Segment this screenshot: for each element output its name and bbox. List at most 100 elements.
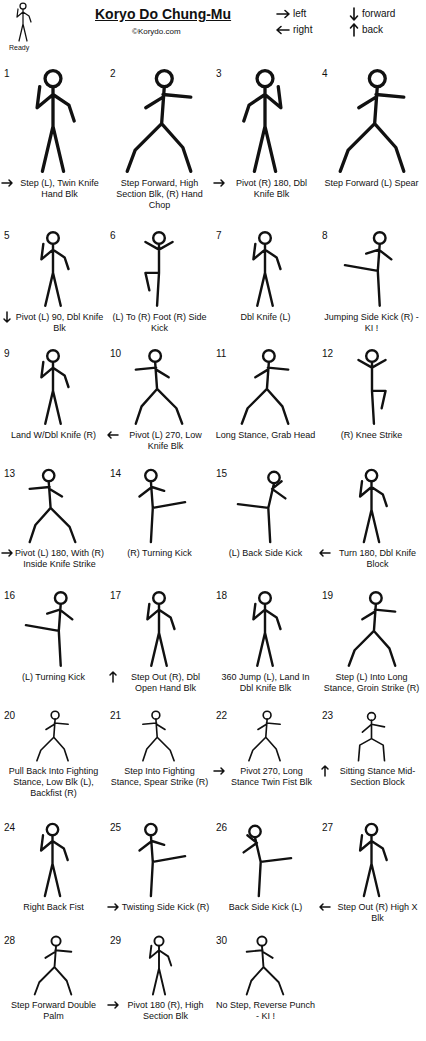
step-caption: Step Out (R) High X Blk [332,902,423,924]
step-number: 21 [110,710,121,722]
step-number: 30 [216,935,227,947]
step-number: 6 [110,230,116,242]
stick-figure [140,824,186,896]
step-caption: Pivot (L) 90, Dbl Knife Blk [14,312,105,334]
step-number: 15 [216,468,227,480]
stick-figure [238,472,286,542]
title: Koryo Do Chung-Mu [95,6,231,23]
stick-figure [359,713,385,761]
step-caption: Twisting Side Kick (R) [120,902,211,913]
stick-figure [340,71,404,172]
step-number: 3 [216,68,222,80]
step-caption: (L) Back Side Kick [215,548,316,559]
stick-figure [253,232,280,305]
direction-arrow [4,312,10,322]
step-number: 28 [4,935,15,947]
stick-figure [247,937,284,995]
direction-arrow [320,550,330,556]
step-caption: Pivot (L) 270, Low Knife Blk [120,430,211,452]
stick-figure [349,592,395,665]
step-caption: Dbl Knife (L) [215,312,316,323]
ready-figure [17,3,31,41]
direction-arrow [108,904,118,910]
stick-figure [41,232,68,305]
legend-text: left [293,8,306,20]
stick-figure [143,711,174,760]
stick-figure [140,470,186,542]
legend-text: right [293,24,312,36]
step-caption: Jumping Side Kick (R) - KI ! [321,312,422,334]
step-caption: Long Stance, Grab Head [215,430,316,441]
step-number: 14 [110,468,121,480]
step-caption: (R) Knee Strike [321,430,422,441]
step-caption: (L) To (R) Foot (R) Side Kick [109,312,210,334]
step-caption: Pivot 270, Long Stance Twin Fist Blk [226,766,317,788]
legend-arrow [277,11,289,18]
stick-figure [147,592,174,665]
direction-arrow [110,672,116,682]
step-number: 23 [322,710,333,722]
step-number: 9 [4,348,10,360]
stick-figure [136,350,182,423]
stick-figure [145,232,172,305]
step-number: 17 [110,590,121,602]
direction-arrow [108,1002,118,1008]
step-number: 12 [322,348,333,360]
step-caption: Step Out (R), Dbl Open Hand Blk [120,672,211,694]
step-number: 5 [4,230,10,242]
legend-arrow [351,24,358,36]
step-number: 8 [322,230,328,242]
direction-arrow [2,180,12,186]
step-caption: Land W/Dbl Knife (R) [3,430,104,441]
direction-arrow [108,432,118,438]
step-number: 19 [322,590,333,602]
step-number: 2 [110,68,116,80]
step-number: 25 [110,822,121,834]
stick-figure [345,232,391,305]
stick-figure [244,71,281,172]
step-caption: Pull Back Into Fighting Stance, Low Blk … [3,766,104,799]
step-number: 27 [322,822,333,834]
legend-text: forward [362,8,395,20]
stick-figure [360,824,387,896]
stick-figure [127,71,191,172]
direction-arrow [320,904,330,910]
step-caption: (L) Turning Kick [3,672,104,683]
step-caption: Step Forward (L) Spear [321,178,422,189]
step-caption: Step (L), Twin Knife Hand Blk [14,178,105,200]
step-caption: Right Back Fist [3,902,104,913]
step-number: 16 [4,590,15,602]
step-caption: Pivot (R) 180, Dbl Knife Blk [226,178,317,200]
step-number: 18 [216,590,227,602]
stick-figure [35,937,72,995]
step-number: 22 [216,710,227,722]
stick-figure [41,824,68,896]
stick-figure [360,470,387,542]
step-caption: Sitting Stance Mid-Section Block [332,766,423,788]
step-caption: Pivot 180 (R), High Section Blk [120,1000,211,1022]
step-caption: Turn 180, Dbl Knife Block [332,548,423,570]
step-number: 20 [4,710,15,722]
step-number: 1 [4,68,10,80]
stick-figure [253,592,280,665]
direction-arrow [2,550,12,556]
stick-figure [150,937,171,995]
step-number: 7 [216,230,222,242]
stick-figure [30,470,76,542]
stick-figure [41,350,68,423]
stick-figure [244,826,292,896]
step-number: 10 [110,348,121,360]
stick-figure [242,350,288,423]
step-caption: Back Side Kick (L) [215,902,316,913]
step-caption: 360 Jump (L), Land In Dbl Knife Blk [215,672,316,694]
direction-arrow [214,180,224,186]
step-number: 26 [216,822,227,834]
direction-arrow [322,766,328,776]
step-number: 29 [110,935,121,947]
step-caption: No Step, Reverse Punch - KI ! [215,1000,316,1022]
step-caption: Step Forward Double Palm [3,1000,104,1022]
step-number: 24 [4,822,15,834]
stick-figure [37,711,68,760]
